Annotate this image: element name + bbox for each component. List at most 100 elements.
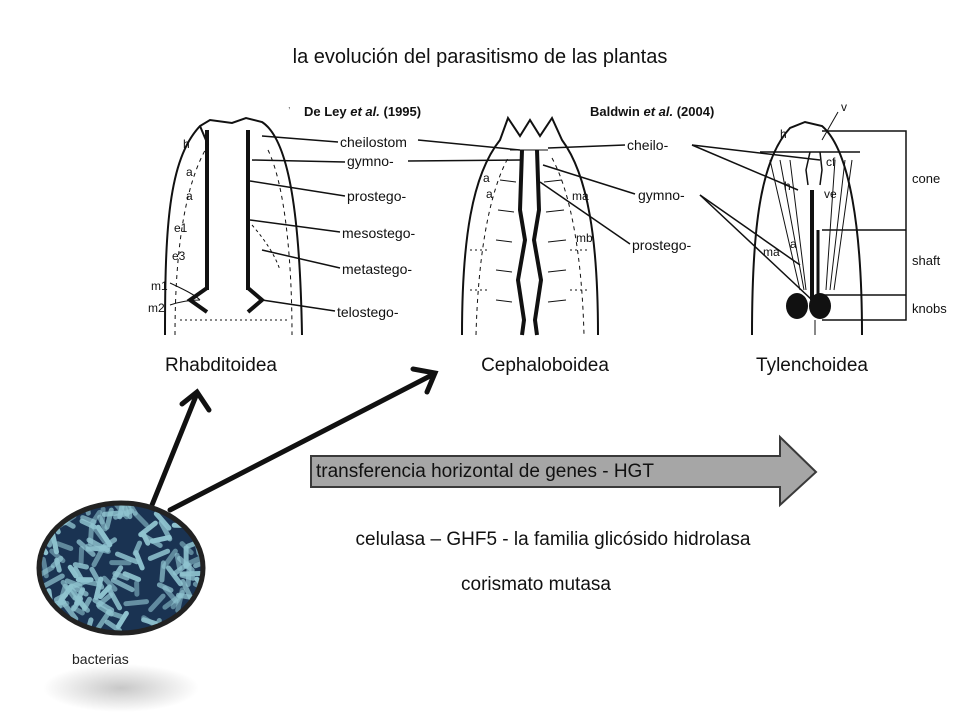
bacterium-cell (115, 551, 140, 565)
label-mb-mid: mb (576, 231, 593, 245)
bacterium-cell (64, 578, 83, 589)
label-e3: e3 (172, 249, 186, 263)
bacterium-cell (41, 573, 65, 589)
bacterium-cell (188, 616, 202, 630)
bacterium-cell (60, 579, 78, 601)
bacterium-cell (87, 524, 94, 546)
genes-line-2: corismato mutasa (461, 574, 611, 595)
label-a-mid-1: a (483, 171, 490, 185)
label-metastego: metastego- (342, 261, 412, 277)
bacterium-cell (172, 561, 190, 576)
bacterium-cell (112, 565, 124, 580)
cephaloboidea-head-drawing (461, 115, 599, 336)
label-h-right-1: h (780, 127, 787, 141)
bacterium-cell (92, 597, 115, 613)
label-mesostego: mesostego- (342, 225, 415, 241)
reference-left: De Ley et al. (1995) (304, 104, 421, 119)
bacterium-cell (101, 575, 118, 592)
label-a-left-2: a (186, 189, 193, 203)
bacterium-cell (138, 520, 158, 538)
bacterium-cell (185, 562, 192, 587)
label-gymno: gymno- (347, 153, 394, 169)
bacterium-cell (97, 514, 108, 532)
bacterium-cell (49, 504, 60, 522)
bacterium-cell (192, 598, 201, 615)
bacterium-cell (166, 565, 183, 587)
bacteria-shadow (43, 664, 199, 712)
tylenchoidea-head-drawing (751, 120, 863, 336)
zone-cone: cone (912, 171, 940, 186)
stylet-knob-left (786, 293, 808, 319)
reference-right: Baldwin et al. (2004) (590, 104, 714, 119)
zone-knobs: knobs (912, 301, 947, 316)
hgt-label: transferencia horizontal de genes - HGT (316, 461, 654, 482)
label-h-right-2: h (784, 179, 791, 193)
label-cheilostom: cheilostom (340, 134, 407, 150)
bacterium-cell (174, 552, 183, 571)
bacterium-cell (123, 599, 149, 607)
arrow-to-rhabditoidea (149, 393, 199, 508)
bacterium-cell (126, 504, 133, 520)
bacterium-cell (51, 623, 77, 632)
bacterium-cell (133, 550, 145, 571)
bacterium-cell (95, 609, 112, 631)
label-gymno-right: gymno- (638, 187, 685, 203)
slide-title: la evolución del parasitismo de las plan… (292, 46, 668, 68)
label-prostego: prostego- (347, 188, 406, 204)
bacterium-cell (162, 593, 183, 610)
bacterium-cell (80, 515, 97, 525)
zone-bracket (822, 130, 907, 321)
taxon-rhabditoidea: Rhabditoidea (165, 355, 277, 376)
bacterium-cell (122, 571, 142, 582)
bacterium-cell (180, 579, 194, 601)
label-ve: ve (824, 187, 837, 201)
bacterium-cell (62, 601, 79, 622)
bacterium-cell (95, 524, 113, 548)
bacterium-cell (104, 619, 122, 632)
bacterium-cell (55, 541, 74, 551)
bacterium-cell (148, 593, 166, 613)
bacterium-cell (104, 507, 114, 530)
label-a-left-1: a (186, 165, 193, 179)
bacteria-label: bacterias (72, 651, 129, 667)
hgt-block-arrow (310, 434, 818, 508)
stylet-knob-right (809, 293, 831, 319)
bacterium-cell (117, 504, 126, 520)
label-a-mid-2: a (486, 187, 493, 201)
bacterium-cell (190, 508, 201, 523)
label-cf: cf (826, 155, 836, 169)
label-v: v (841, 100, 847, 114)
rhabditoidea-head-drawing (164, 116, 303, 336)
bacterium-cell (190, 504, 202, 510)
bacterium-cell (125, 504, 138, 516)
bacterium-cell (45, 506, 62, 519)
label-m1: m1 (151, 279, 168, 293)
label-h-left: h (183, 137, 190, 151)
label-a-right: a (790, 237, 797, 251)
label-telostego: telostego- (337, 304, 399, 320)
bacterium-cell (62, 504, 72, 512)
label-e1: e1 (174, 221, 188, 235)
bacterium-cell (161, 548, 178, 570)
svg-text:,: , (288, 100, 291, 110)
bacterium-cell (179, 541, 194, 556)
bacterium-cell (106, 586, 123, 611)
bacterium-cell (50, 555, 64, 569)
taxon-tylenchoidea: Tylenchoidea (756, 355, 868, 376)
bacterium-cell (195, 504, 202, 509)
bacterium-cell (40, 511, 50, 530)
bacterium-cell (50, 531, 59, 555)
bacterium-cell (72, 562, 89, 570)
bacterium-cell (132, 540, 143, 556)
label-prostego-right: prostego- (632, 237, 691, 253)
genes-line-1: celulasa – GHF5 - la familia glicósido h… (355, 529, 751, 550)
bacterium-cell (89, 566, 105, 590)
label-ma-right: ma (763, 245, 780, 259)
zone-shaft: shaft (912, 253, 941, 268)
bacterium-cell (74, 587, 86, 606)
bacterium-cell (91, 544, 107, 568)
bacterium-cell (147, 548, 171, 561)
bacteria-frame (36, 500, 206, 636)
bacterium-cell (40, 556, 49, 579)
bacterium-cell (67, 564, 79, 579)
